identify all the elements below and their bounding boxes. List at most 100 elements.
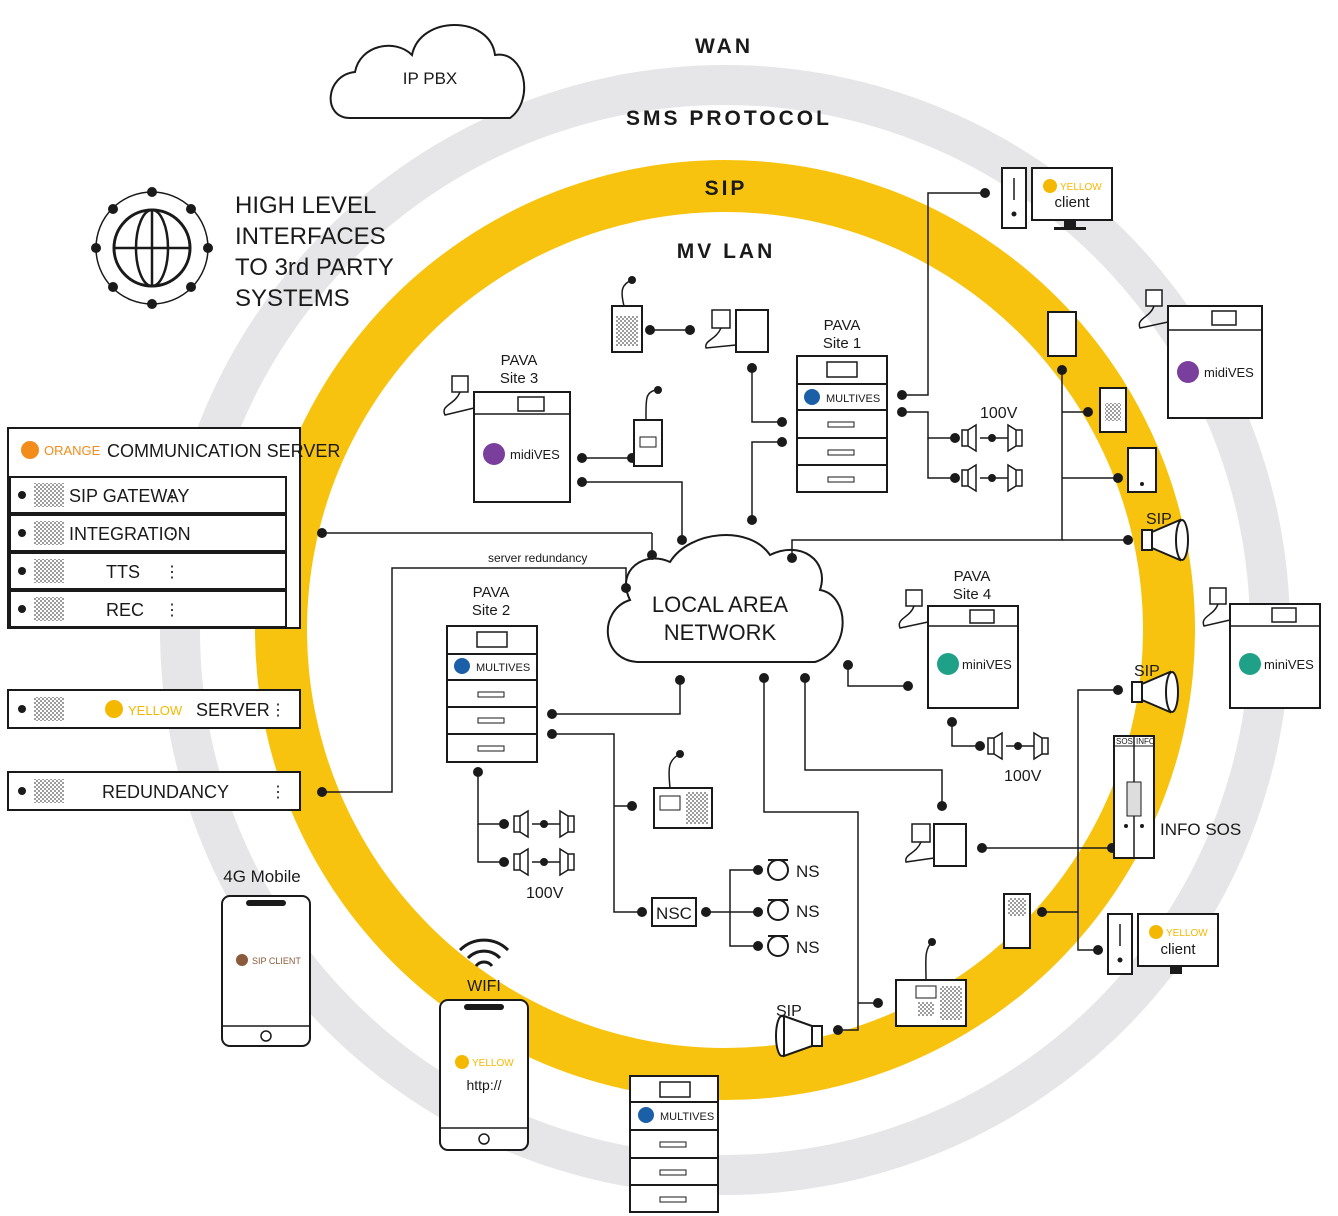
wifi-phone-device[interactable]: WIFI YELLOW http:// xyxy=(439,938,529,1151)
svg-text:WIFI: WIFI xyxy=(467,978,501,995)
svg-text:100V: 100V xyxy=(526,885,564,902)
svg-text:100V: 100V xyxy=(1004,768,1042,785)
svg-text:⋮: ⋮ xyxy=(164,602,180,619)
svg-text:100V: 100V xyxy=(980,405,1018,422)
ip-desk-phone[interactable] xyxy=(895,938,967,1027)
tts-label: TTS xyxy=(106,562,140,582)
svg-text:YELLOW: YELLOW xyxy=(1166,928,1208,939)
redundancy-label: REDUNDANCY xyxy=(102,782,229,802)
svg-text:midiVES: midiVES xyxy=(1204,365,1254,380)
communication-server-panel[interactable]: ORANGE COMMUNICATION SERVER SIP GATEWAY … xyxy=(7,427,340,629)
svg-text:⋮: ⋮ xyxy=(270,702,286,719)
svg-text:MULTIVES: MULTIVES xyxy=(660,1111,714,1123)
yellow-logo-icon xyxy=(105,700,123,718)
svg-text:YELLOW: YELLOW xyxy=(472,1058,514,1069)
svg-text:miniVES: miniVES xyxy=(962,657,1012,672)
svg-text:SOS: SOS xyxy=(1116,737,1133,746)
integration-label: INTEGRATION xyxy=(69,524,191,544)
svg-text:4G Mobile: 4G Mobile xyxy=(223,867,300,886)
yellow-logo-icon xyxy=(1043,179,1057,193)
rec-label: REC xyxy=(106,600,144,620)
yellow-server[interactable]: YELLOW SERVER ⋮ xyxy=(7,689,301,729)
paging-console-site-3[interactable] xyxy=(633,386,663,467)
svg-text:SIP: SIP xyxy=(1134,663,1160,680)
globe-icon xyxy=(91,187,213,309)
nsc-unit[interactable]: NSC xyxy=(651,897,697,927)
ip-pbx-cloud: IP PBX xyxy=(329,24,526,119)
ip-pbx-label: IP PBX xyxy=(403,69,458,88)
svg-text:INFO SOS: INFO SOS xyxy=(1160,820,1241,839)
pava-site-3[interactable]: PAVA Site 3 midiVES xyxy=(443,352,571,503)
svg-text:MULTIVES: MULTIVES xyxy=(826,393,880,405)
mv-lan-label: MV LAN xyxy=(677,240,776,263)
pava-site-2[interactable]: PAVA Site 2 MULTIVES xyxy=(446,584,538,763)
svg-text:⋮: ⋮ xyxy=(164,526,180,543)
noise-sensors: NS NS NS xyxy=(767,859,820,957)
svg-text:NS: NS xyxy=(796,902,820,921)
high-level-interfaces-text: HIGH LEVEL INTERFACES TO 3rd PARTY SYSTE… xyxy=(235,192,394,312)
svg-text:NETWORK: NETWORK xyxy=(664,620,777,645)
svg-text:PAVA: PAVA xyxy=(501,352,538,369)
sip-horn-speaker-3[interactable]: SIP xyxy=(775,1003,823,1058)
svg-text:PAVA: PAVA xyxy=(954,568,991,585)
minives-right-unit[interactable]: miniVES xyxy=(1202,587,1321,709)
orange-brand: ORANGE xyxy=(44,443,101,458)
svg-text:⋮: ⋮ xyxy=(164,564,180,581)
svg-text:client: client xyxy=(1054,194,1090,211)
svg-text:NS: NS xyxy=(796,862,820,881)
svg-text:client: client xyxy=(1160,941,1196,958)
svg-text:NS: NS xyxy=(796,938,820,957)
svg-text:midiVES: midiVES xyxy=(510,447,560,462)
multives-rack-bottom[interactable]: MULTIVES xyxy=(629,1075,719,1213)
sip-client-logo-icon xyxy=(236,954,248,966)
svg-text:NSC: NSC xyxy=(656,904,692,923)
redundancy-server[interactable]: REDUNDANCY ⋮ xyxy=(7,771,301,811)
svg-text:Site 4: Site 4 xyxy=(953,586,991,603)
sms-protocol-label: SMS PROTOCOL xyxy=(626,107,832,130)
svg-text:YELLOW: YELLOW xyxy=(1060,182,1102,193)
yellow-client-top[interactable]: YELLOW client xyxy=(1001,167,1113,230)
pava-site-1[interactable]: PAVA Site 1 MULTIVES xyxy=(796,317,888,493)
svg-text:SIP CLIENT: SIP CLIENT xyxy=(252,956,301,966)
sip-horn-speaker-2[interactable]: SIP xyxy=(1131,663,1179,714)
svg-text:Site 3: Site 3 xyxy=(500,370,538,387)
yellow-client-bottom[interactable]: YELLOW client xyxy=(1107,913,1219,975)
svg-text:INFO: INFO xyxy=(1136,737,1155,746)
svg-text:LOCAL AREA: LOCAL AREA xyxy=(652,592,788,617)
midives-right-unit[interactable]: midiVES xyxy=(1138,289,1263,419)
server-redundancy-label: server redundancy xyxy=(488,551,587,565)
sip-horn-speaker-1[interactable]: SIP xyxy=(1141,511,1189,562)
multives-logo-icon xyxy=(804,389,820,405)
svg-text:Site 2: Site 2 xyxy=(472,602,510,619)
wifi-icon xyxy=(458,938,510,968)
svg-text:SIP: SIP xyxy=(1146,511,1172,528)
4g-mobile-device[interactable]: 4G Mobile SIP CLIENT xyxy=(221,867,311,1047)
desk-call-station[interactable] xyxy=(905,823,967,867)
svg-text:PAVA: PAVA xyxy=(473,584,510,601)
svg-text:SYSTEMS: SYSTEMS xyxy=(235,285,350,312)
svg-text:⋮: ⋮ xyxy=(164,488,180,505)
info-sos-station[interactable]: SOS INFO INFO SOS xyxy=(1113,735,1241,859)
fire-mic-console[interactable] xyxy=(653,750,713,829)
intercom-keypad[interactable] xyxy=(1003,893,1031,949)
yellow-server-label: SERVER xyxy=(196,700,270,720)
call-station-top[interactable] xyxy=(611,276,769,353)
connection-lines: server redundancy xyxy=(317,188,1133,1035)
sip-gateway-label: SIP GATEWAY xyxy=(69,486,189,506)
wan-label: WAN xyxy=(695,35,753,58)
yellow-brand: YELLOW xyxy=(128,703,183,718)
svg-text:HIGH LEVEL: HIGH LEVEL xyxy=(235,192,376,219)
svg-text:⋮: ⋮ xyxy=(270,784,286,801)
intercom-devices-right[interactable] xyxy=(1047,311,1157,493)
local-area-network-cloud: LOCAL AREA NETWORK xyxy=(606,534,844,663)
svg-text:TO 3rd PARTY: TO 3rd PARTY xyxy=(235,254,394,281)
communication-server-title: COMMUNICATION SERVER xyxy=(107,441,340,461)
speakers-100v-site-2: 100V xyxy=(513,809,575,902)
svg-text:PAVA: PAVA xyxy=(824,317,861,334)
speakers-100v-site-1: 100V xyxy=(961,405,1023,493)
midives-logo-icon xyxy=(483,443,505,465)
speakers-100v-site-4: 100V xyxy=(987,731,1049,785)
orange-logo-icon xyxy=(21,441,39,459)
pava-site-4[interactable]: PAVA Site 4 miniVES xyxy=(898,568,1019,709)
